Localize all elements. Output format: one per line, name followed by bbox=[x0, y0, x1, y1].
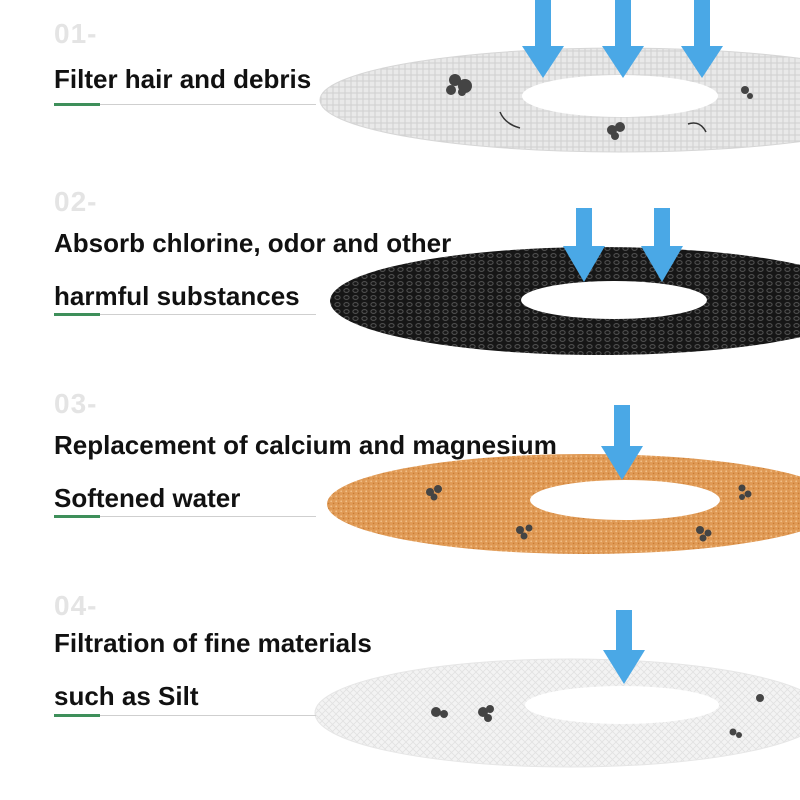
arrow-down-icon bbox=[641, 208, 683, 282]
arrow-down-icon bbox=[603, 610, 645, 684]
layer-number: 04- bbox=[54, 590, 98, 621]
water-flow-arrows bbox=[522, 0, 723, 684]
layer-number: 01- bbox=[54, 18, 98, 49]
layer-description: harmful substances bbox=[54, 281, 300, 311]
underline-rule bbox=[54, 103, 316, 106]
layer-description: such as Silt bbox=[54, 681, 199, 711]
layer-number: 03- bbox=[54, 388, 98, 419]
white-mesh-disc bbox=[319, 47, 800, 153]
layer-description: Softened water bbox=[54, 483, 241, 513]
arrow-down-icon bbox=[522, 0, 564, 78]
layer-number: 02- bbox=[54, 186, 98, 217]
accent-bar bbox=[54, 313, 100, 316]
accent-bar bbox=[54, 103, 100, 106]
arrow-down-icon bbox=[602, 0, 644, 78]
arrow-down-icon bbox=[601, 405, 643, 480]
underline-rule bbox=[54, 515, 316, 518]
accent-bar bbox=[54, 714, 100, 717]
arrow-down-icon bbox=[681, 0, 723, 78]
layer-description: Filter hair and debris bbox=[54, 64, 312, 94]
mineral-particles bbox=[426, 484, 752, 542]
underline-rule bbox=[54, 313, 316, 316]
layer-description: Absorb chlorine, odor and other bbox=[54, 228, 452, 258]
black-carbon-disc bbox=[330, 247, 800, 355]
debris-particles bbox=[446, 74, 753, 140]
layer-description: Replacement of calcium and magnesium bbox=[54, 430, 557, 460]
silt-particles bbox=[431, 694, 764, 738]
hair-strand bbox=[499, 111, 521, 129]
white-fine-disc bbox=[314, 658, 800, 768]
hair-strand bbox=[687, 122, 707, 133]
underline-rule bbox=[54, 714, 316, 717]
layer-description: Filtration of fine materials bbox=[54, 628, 372, 658]
arrow-down-icon bbox=[563, 208, 605, 282]
accent-bar bbox=[54, 515, 100, 518]
orange-resin-disc bbox=[327, 454, 800, 554]
